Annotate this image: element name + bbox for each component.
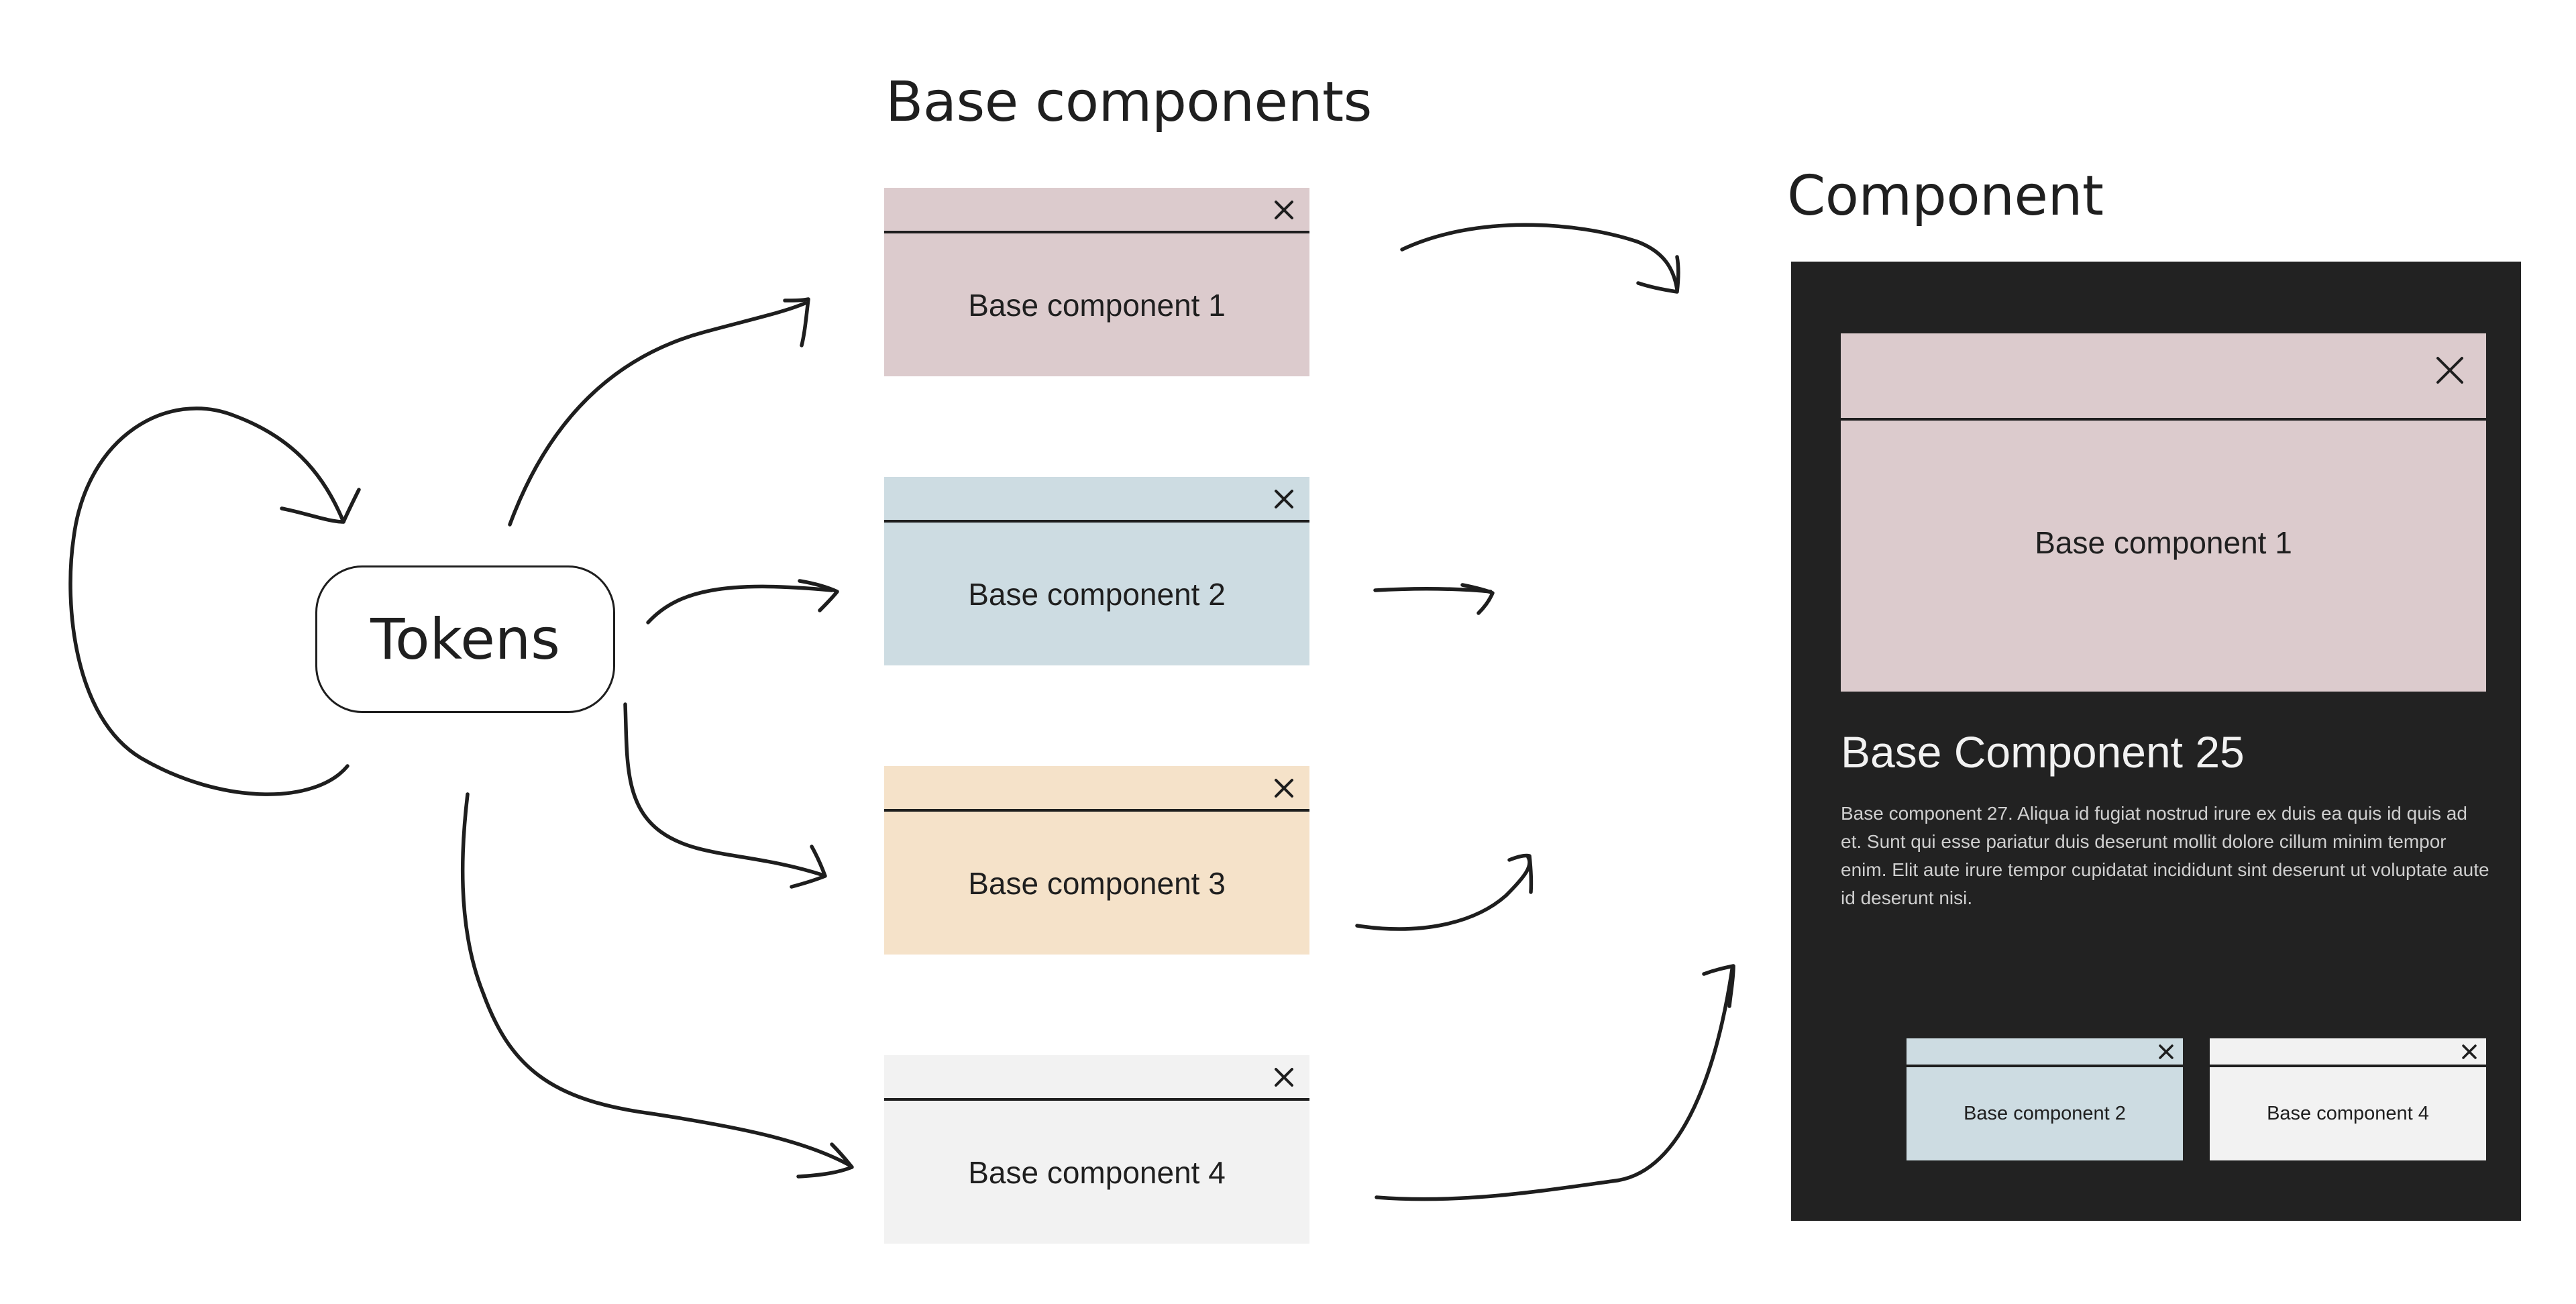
base-component-card-1: Base component 1 — [884, 188, 1309, 376]
close-icon[interactable] — [1271, 1055, 1297, 1099]
arrowhead-base4-to-component — [1702, 964, 1735, 1008]
card-label: Base component 1 — [968, 287, 1226, 323]
close-icon[interactable] — [2459, 1038, 2479, 1065]
arrow-base3-to-component — [1355, 855, 1532, 931]
tokens-label: Tokens — [370, 606, 560, 672]
card-label: Base component 1 — [2035, 525, 2292, 560]
close-icon[interactable] — [1271, 477, 1297, 521]
arrowhead-base1-to-component — [1636, 255, 1680, 294]
close-icon[interactable] — [2156, 1038, 2176, 1065]
arrow-tokens-loop — [68, 406, 350, 796]
arrow-base4-to-component — [1375, 967, 1734, 1201]
component-body-text: Base component 27. Aliqua id fugiat nost… — [1841, 803, 2489, 908]
tokens-node: Tokens — [315, 565, 615, 713]
close-icon[interactable] — [1271, 188, 1297, 232]
card-header — [884, 766, 1309, 812]
card-label: Base component 4 — [2267, 1103, 2429, 1124]
base-component-card-2: Base component 2 — [884, 477, 1309, 665]
component-small-card-2: Base component 4 — [2210, 1038, 2486, 1160]
card-label: Base component 2 — [1964, 1103, 2126, 1124]
component-small-card-1: Base component 2 — [1907, 1038, 2183, 1160]
close-icon[interactable] — [2430, 333, 2470, 407]
heading-component: Component — [1787, 164, 2104, 228]
base-component-card-4: Base component 4 — [884, 1055, 1309, 1244]
arrow-tokens-to-base3 — [623, 702, 826, 877]
card-label: Base component 2 — [968, 576, 1226, 612]
arrowhead-tokens-to-base3 — [790, 845, 827, 889]
card-label: Base component 4 — [968, 1154, 1226, 1190]
base-component-card-3: Base component 3 — [884, 766, 1309, 955]
arrowhead-base2-to-component — [1460, 583, 1495, 615]
close-icon[interactable] — [1271, 766, 1297, 810]
arrow-tokens-to-base2 — [646, 584, 834, 624]
arrow-tokens-to-base1 — [508, 301, 807, 527]
card-label: Base component 3 — [968, 865, 1226, 901]
arrowhead-tokens-to-base4 — [796, 1142, 854, 1179]
component-preview-card: Base component 1 — [1841, 333, 2486, 692]
card-header — [884, 1055, 1309, 1101]
arrowhead-tokens-loop — [280, 488, 361, 524]
heading-base-components: Base components — [885, 70, 1372, 134]
card-header — [884, 188, 1309, 233]
arrowhead-tokens-to-base2 — [798, 579, 839, 612]
arrow-tokens-to-base4 — [460, 792, 853, 1168]
component-title: Base Component 25 — [1841, 727, 2245, 777]
card-header — [1907, 1038, 2183, 1067]
card-header — [1841, 333, 2486, 421]
arrow-base1-to-component — [1400, 223, 1679, 292]
arrowhead-tokens-to-base1 — [783, 297, 810, 347]
arrowhead-base3-to-component — [1507, 853, 1534, 894]
card-header — [2210, 1038, 2486, 1067]
card-header — [884, 477, 1309, 523]
arrow-base2-to-component — [1373, 587, 1493, 594]
